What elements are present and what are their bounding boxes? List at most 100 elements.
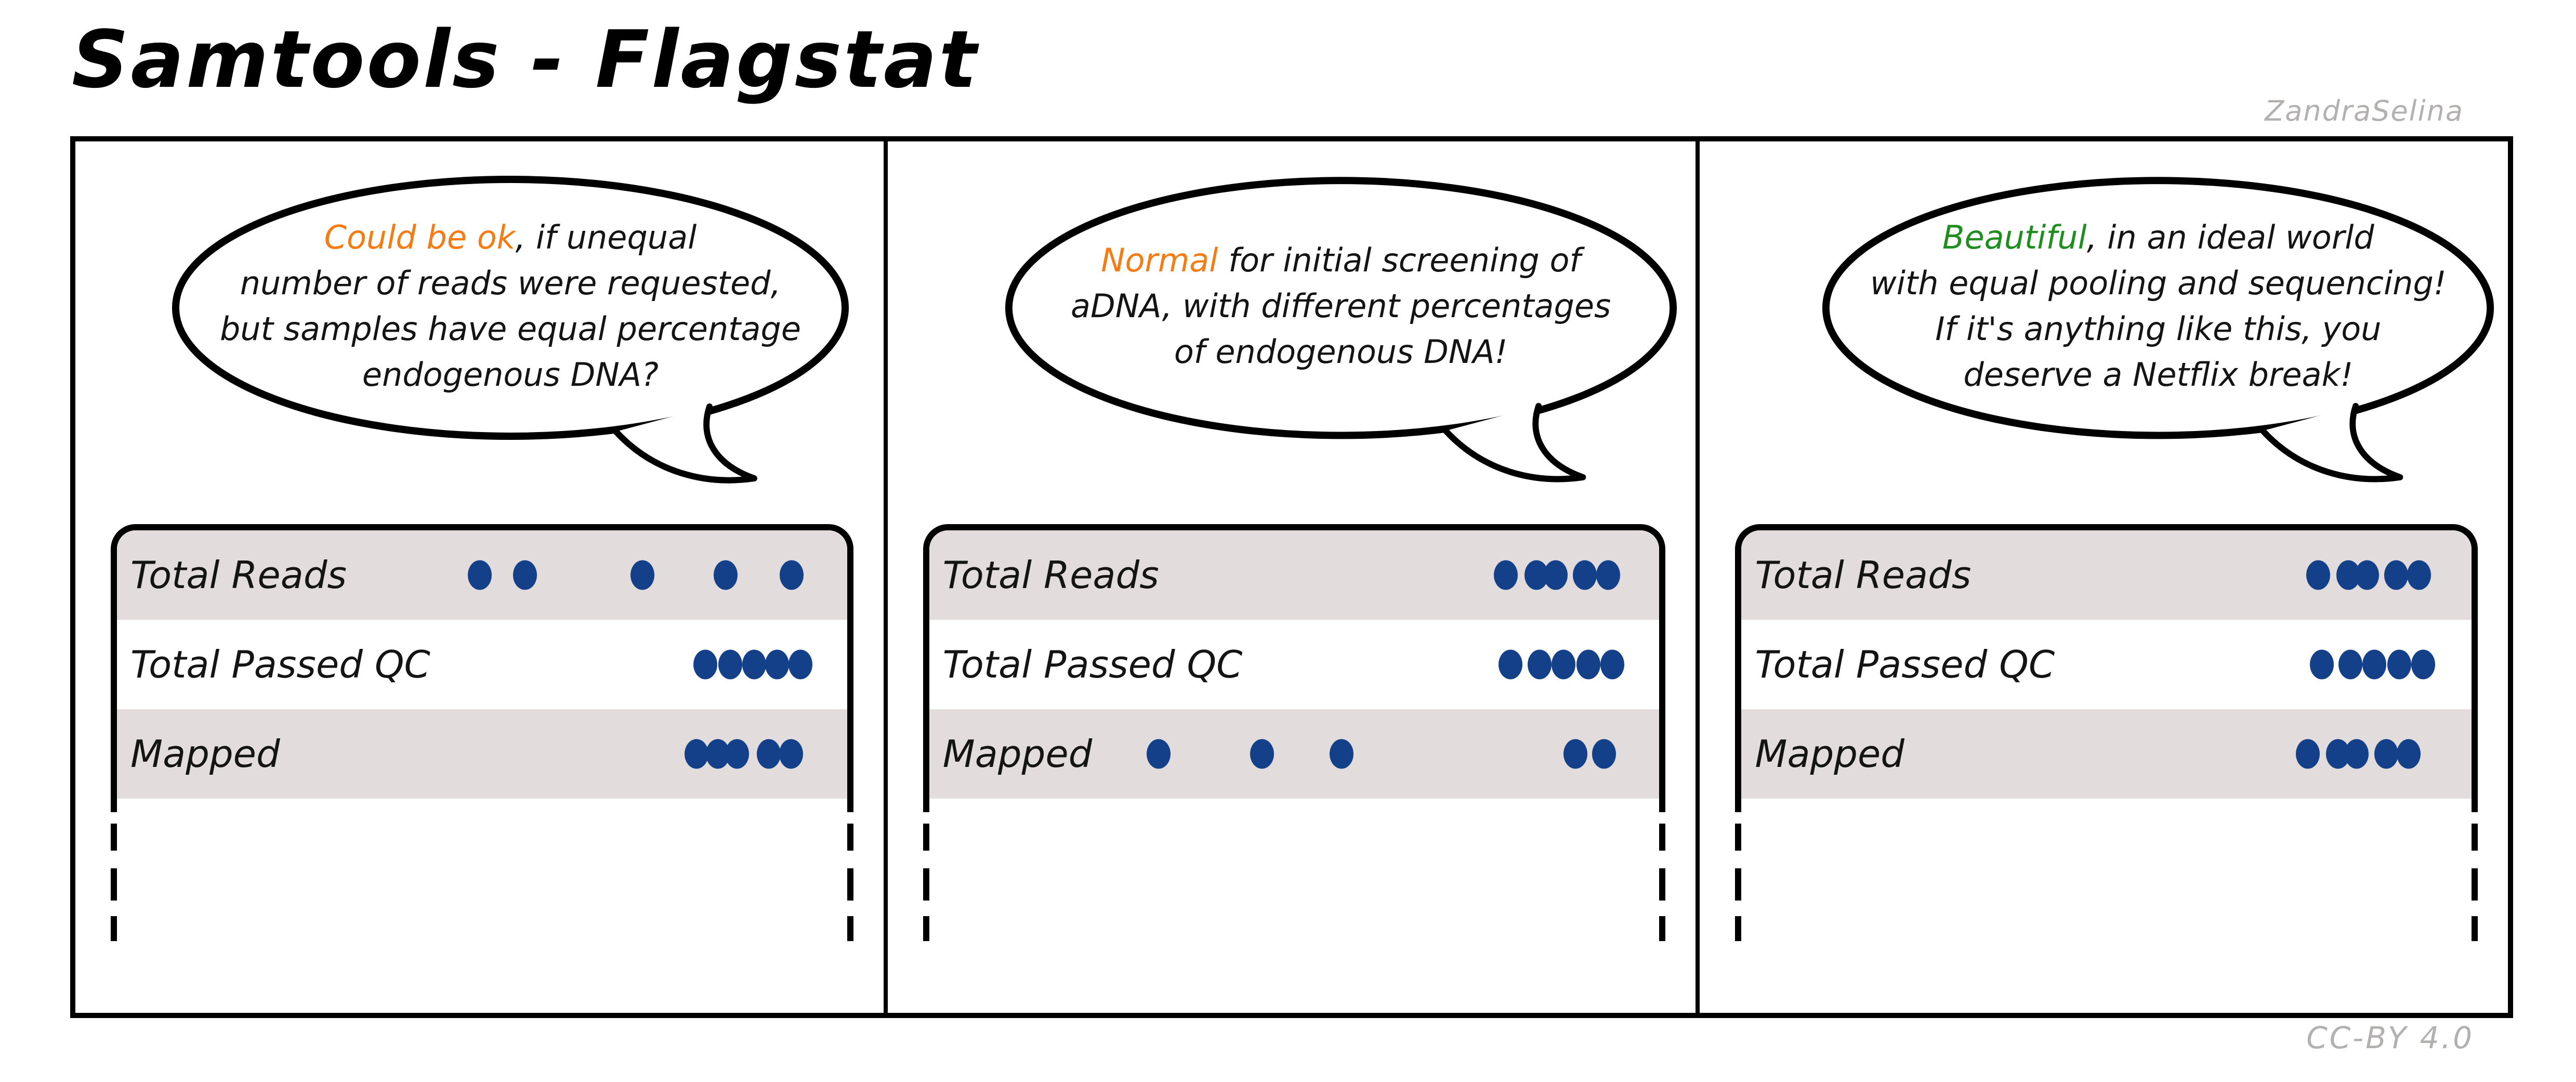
row-label: Total Reads (1755, 553, 1972, 597)
table-row-mapped: Mapped (117, 709, 847, 799)
license-text: CC-BY 4.0 (2306, 1020, 2474, 1055)
bubble-line: aDNA, with different percentages (1070, 287, 1611, 325)
read-dot (779, 739, 803, 769)
speech-bubble-shape (1822, 177, 2494, 483)
read-dot (685, 739, 709, 769)
bubble-line: endogenous DNA? (362, 356, 659, 394)
table-row-total-reads: Total Reads (929, 530, 1660, 620)
continuation-dash (2472, 916, 2478, 941)
table-spacer (117, 799, 847, 812)
continuation-dash (923, 824, 929, 851)
row-label: Total Passed QC (130, 643, 430, 686)
read-dot (2374, 739, 2398, 769)
bubble-line: Beautiful, in an ideal world (1942, 215, 2374, 260)
read-dot (2338, 649, 2362, 680)
bubble-text: Normal for initial screening of aDNA, wi… (1053, 189, 1629, 423)
bubble-line: number of reads were requested, (240, 264, 781, 302)
speech-bubble: Normal for initial screening of aDNA, wi… (1003, 174, 1679, 486)
bubble-line: If it's anything like this, you (1935, 310, 2382, 348)
comic-frame: Could be ok, if unequal number of reads … (70, 136, 2513, 1018)
read-dot (2355, 560, 2380, 590)
bubble-text: Could be ok, if unequal number of reads … (217, 189, 804, 423)
dot-plot (929, 620, 1660, 709)
read-dot (2411, 649, 2436, 680)
dot-plot (1741, 709, 2472, 799)
row-label: Total Reads (942, 553, 1159, 597)
continuation-dash (1659, 916, 1666, 941)
read-dot (693, 649, 718, 680)
continuation-dash (923, 916, 929, 941)
row-label: Mapped (1755, 732, 1904, 776)
bubble-line: Normal for initial screening of (1101, 238, 1581, 283)
table-row-total-passed-qc: Total Passed QC (929, 620, 1660, 709)
row-label: Total Passed QC (942, 643, 1243, 686)
read-dot (742, 649, 767, 680)
read-dot (718, 649, 742, 680)
bubble-line-rest: for initial screening of (1218, 241, 1581, 279)
continuation-dash (1735, 916, 1742, 941)
read-dot (1576, 649, 1601, 680)
read-dot (2296, 739, 2320, 769)
read-dot (1146, 739, 1171, 769)
dot-plot (1741, 620, 2472, 709)
read-dot (1330, 739, 1354, 769)
read-dot (779, 560, 804, 590)
dot-plot (117, 709, 847, 799)
read-dot (2362, 649, 2387, 680)
bubble-line: Could be ok, if unequal (324, 215, 697, 260)
read-dot (2384, 560, 2409, 590)
bubble-highlight: Beautiful (1942, 218, 2087, 256)
row-label: Mapped (942, 732, 1093, 776)
read-dot (1563, 739, 1587, 769)
read-dot (2345, 739, 2369, 769)
continuation-dash (923, 868, 929, 901)
dot-plot (117, 620, 847, 709)
bubble-highlight: Could be ok (324, 218, 516, 256)
read-dot (1592, 739, 1616, 769)
read-dot (1543, 560, 1568, 590)
dot-plot (929, 709, 1660, 799)
read-dot (1498, 649, 1522, 680)
bubble-line: deserve a Netflix break! (1963, 356, 2354, 394)
continuation-dash (1659, 824, 1666, 851)
flagstat-table: Total Reads Total Passed QC Mapped (1735, 524, 2478, 941)
read-dot (725, 739, 749, 769)
bubble-line: but samples have equal percentage (220, 310, 801, 348)
read-dot (1527, 649, 1552, 680)
continuation-dash (111, 868, 117, 901)
page-title: Samtools - Flagstat (72, 14, 979, 106)
continuation-dash (1735, 868, 1742, 901)
speech-bubble: Could be ok, if unequal number of reads … (168, 174, 853, 486)
flagstat-table: Total Reads Total Passed QC Mapped (923, 524, 1666, 941)
row-label: Total Reads (130, 553, 347, 597)
read-dot (513, 560, 537, 590)
panel-2: Normal for initial screening of aDNA, wi… (888, 141, 1700, 1013)
row-label: Mapped (130, 732, 280, 776)
continuation-dash (2472, 868, 2478, 901)
continuation-dash (847, 824, 853, 851)
dot-plot (117, 530, 847, 620)
read-dot (630, 560, 655, 590)
read-dot (2306, 560, 2331, 590)
table-row-total-reads: Total Reads (1741, 530, 2472, 620)
continuation-dash (111, 824, 117, 851)
table-row-mapped: Mapped (929, 709, 1660, 799)
read-dot (468, 560, 492, 590)
read-dot (765, 649, 789, 680)
bubble-line: of endogenous DNA! (1174, 333, 1508, 371)
row-label: Total Passed QC (1755, 643, 2055, 686)
read-dot (714, 560, 738, 590)
read-dot (1573, 560, 1597, 590)
speech-bubble-shape (1005, 177, 1677, 483)
read-dot (1494, 560, 1518, 590)
read-dot (2407, 560, 2431, 590)
panel-1: Could be ok, if unequal number of reads … (75, 141, 888, 1013)
dot-plot (929, 530, 1660, 620)
bubble-highlight: Normal (1101, 241, 1218, 279)
bubble-line: with equal pooling and sequencing! (1870, 264, 2447, 302)
speech-bubble: Beautiful, in an ideal world with equal … (1820, 174, 2496, 486)
read-dot (1552, 649, 1576, 680)
read-dot (1600, 649, 1625, 680)
dot-plot (1741, 530, 2472, 620)
speech-bubble-shape (172, 176, 849, 484)
